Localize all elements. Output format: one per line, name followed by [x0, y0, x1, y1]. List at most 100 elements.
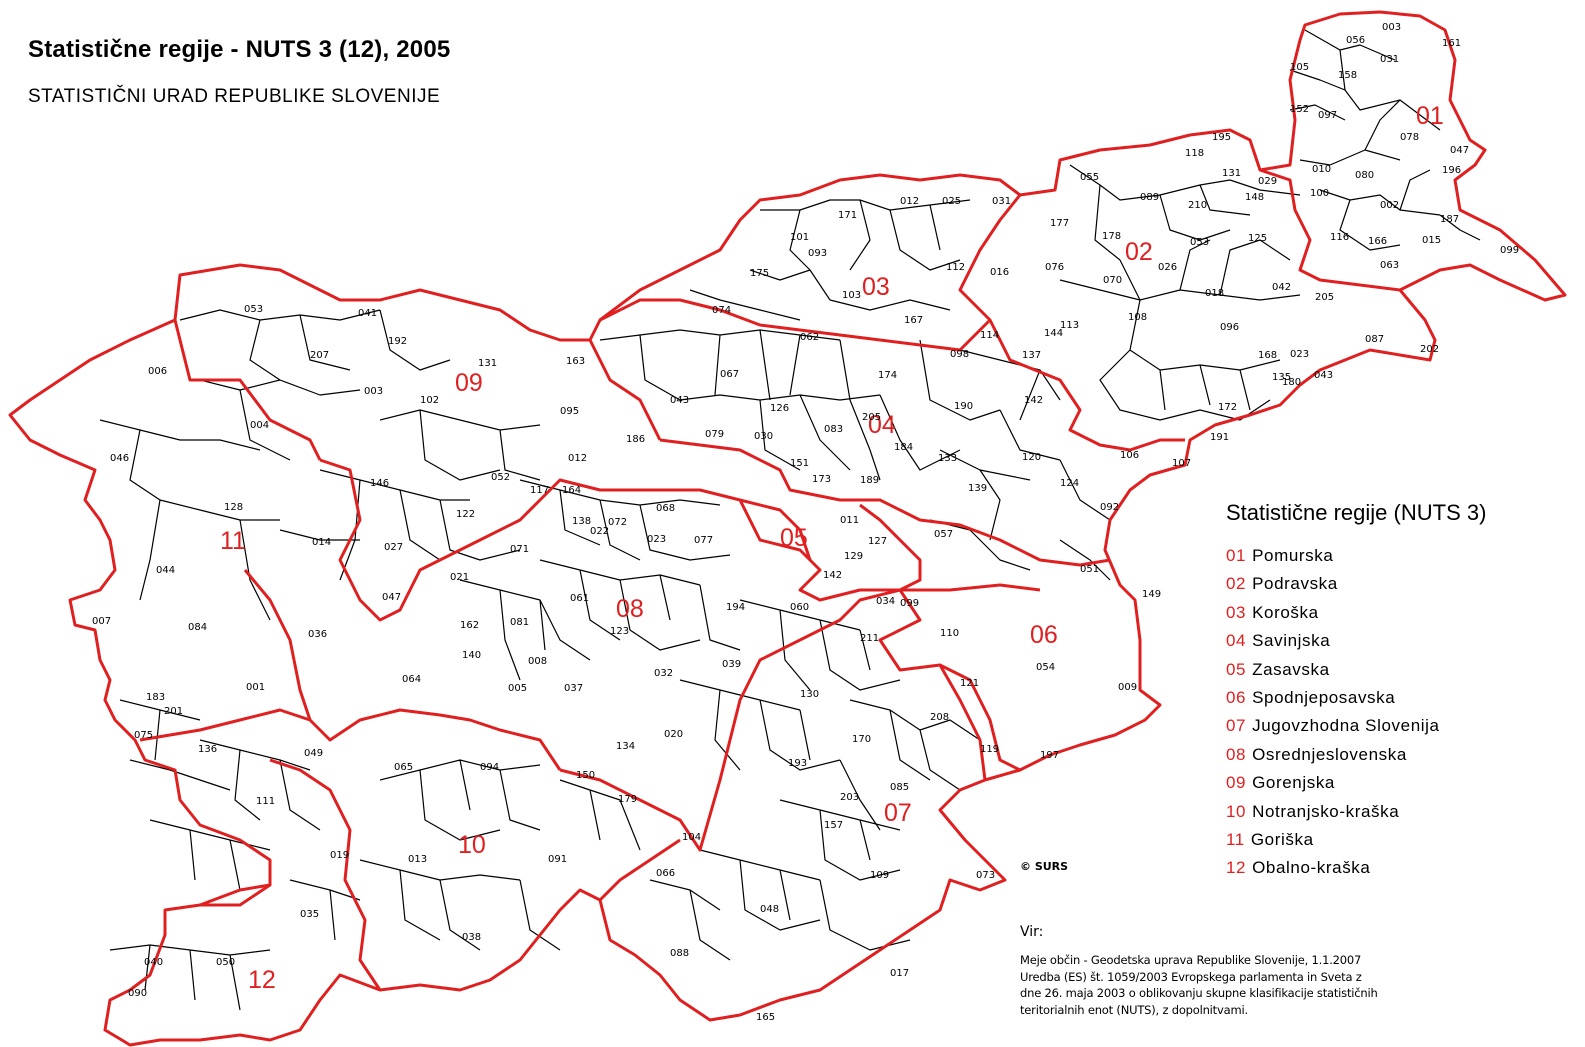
municipality-label: 140: [462, 650, 481, 661]
municipality-label: 104: [682, 832, 701, 843]
municipality-label: 205: [1315, 292, 1334, 303]
municipality-label: 080: [1355, 170, 1374, 181]
region-number-01: 01: [1416, 102, 1444, 130]
municipality-label: 128: [224, 502, 243, 513]
municipality-label: 157: [824, 820, 843, 831]
municipality-label: 042: [1272, 282, 1291, 293]
municipality-label: 100: [1310, 188, 1329, 199]
municipality-label: 116: [1330, 232, 1349, 243]
municipality-label: 101: [790, 232, 809, 243]
municipality-label: 011: [840, 515, 859, 526]
municipality-label: 088: [670, 948, 689, 959]
municipality-label: 071: [510, 544, 529, 555]
municipality-label: 131: [1222, 168, 1241, 179]
municipality-label: 037: [564, 683, 583, 694]
municipality-label: 190: [954, 401, 973, 412]
municipality-label: 171: [838, 210, 857, 221]
municipality-label: 189: [860, 475, 879, 486]
municipality-label: 062: [800, 332, 819, 343]
municipality-label: 007: [92, 616, 111, 627]
legend-name: Savinjska: [1252, 631, 1331, 651]
municipality-label: 175: [750, 268, 769, 279]
municipality-label: 167: [904, 315, 923, 326]
municipality-label: 193: [788, 758, 807, 769]
municipality-label: 014: [312, 537, 331, 548]
municipality-label: 057: [934, 529, 953, 540]
legend-name: Gorenjska: [1252, 773, 1335, 793]
municipality-label: 083: [824, 424, 843, 435]
municipality-label: 052: [491, 472, 510, 483]
municipality-label: 013: [408, 854, 427, 865]
municipality-label: 010: [1312, 164, 1331, 175]
municipality-label: 191: [1210, 432, 1229, 443]
municipality-label: 129: [844, 551, 863, 562]
municipality-label: 030: [754, 431, 773, 442]
legend-name: Jugovzhodna Slovenija: [1252, 716, 1440, 736]
municipality-label: 187: [1440, 214, 1459, 225]
municipality-label: 056: [1346, 35, 1365, 46]
source-line: Meje občin - Geodetska uprava Republike …: [1020, 953, 1362, 967]
legend-name: Goriška: [1250, 829, 1314, 849]
legend-code: 09: [1226, 773, 1247, 793]
legend-name: Pomurska: [1252, 546, 1334, 565]
municipality-label: 003: [364, 386, 383, 397]
region-number-04: 04: [868, 411, 896, 439]
source-line: dne 26. maja 2003 o oblikovanju skupne k…: [1020, 986, 1378, 1000]
municipality-label: 091: [548, 854, 567, 865]
municipality-label: 079: [705, 429, 724, 440]
municipality-label: 041: [358, 308, 377, 319]
municipality-label: 103: [842, 290, 861, 301]
municipality-label: 177: [1050, 218, 1069, 229]
municipality-label: 067: [720, 369, 739, 380]
municipality-label: 029: [1258, 176, 1277, 187]
municipality-label: 201: [164, 706, 183, 717]
municipality-label: 186: [626, 434, 645, 445]
municipality-label: 046: [110, 453, 129, 464]
municipality-label: 025: [942, 196, 961, 207]
municipality-label: 146: [370, 478, 389, 489]
municipality-label: 179: [618, 794, 637, 805]
municipality-label: 106: [1120, 450, 1139, 461]
region-number-08: 08: [616, 595, 644, 623]
legend-code: 03: [1226, 602, 1247, 622]
municipality-label: 124: [1060, 478, 1079, 489]
municipality-label: 032: [654, 668, 673, 679]
municipality-label: 118: [1185, 148, 1204, 159]
municipality-label: 047: [1450, 145, 1469, 156]
legend-code: 12: [1226, 858, 1247, 878]
municipality-label: 090: [128, 988, 147, 999]
municipality-label: 072: [608, 517, 627, 528]
region-number-07: 07: [884, 799, 912, 827]
municipality-label: 098: [950, 349, 969, 360]
municipality-label: 113: [1060, 320, 1079, 331]
municipality-label: 050: [216, 957, 235, 968]
municipality-label: 039: [722, 659, 741, 670]
municipality-label: 031: [992, 196, 1011, 207]
legend-code: 06: [1226, 687, 1247, 707]
municipality-label: 019: [330, 850, 349, 861]
municipality-label: 002: [1380, 200, 1399, 211]
municipality-label: 027: [384, 542, 403, 553]
municipality-label: 102: [420, 395, 439, 406]
municipality-label: 194: [726, 602, 745, 613]
municipality-label: 205: [862, 412, 881, 423]
legend-code: 07: [1226, 716, 1247, 736]
municipality-label: 073: [976, 870, 995, 881]
municipality-label: 077: [694, 535, 713, 546]
municipality-label: 075: [134, 730, 153, 741]
municipality-label: 087: [1365, 334, 1384, 345]
municipality-label: 173: [812, 474, 831, 485]
municipality-label: 192: [388, 336, 407, 347]
municipality-label: 054: [1036, 662, 1055, 673]
municipality-label: 094: [480, 762, 499, 773]
municipality-label: 044: [156, 565, 175, 576]
municipality-label: 119: [980, 744, 999, 755]
municipality-label: 008: [528, 656, 547, 667]
municipality-label: 127: [868, 536, 887, 547]
region-number-03: 03: [862, 273, 890, 301]
